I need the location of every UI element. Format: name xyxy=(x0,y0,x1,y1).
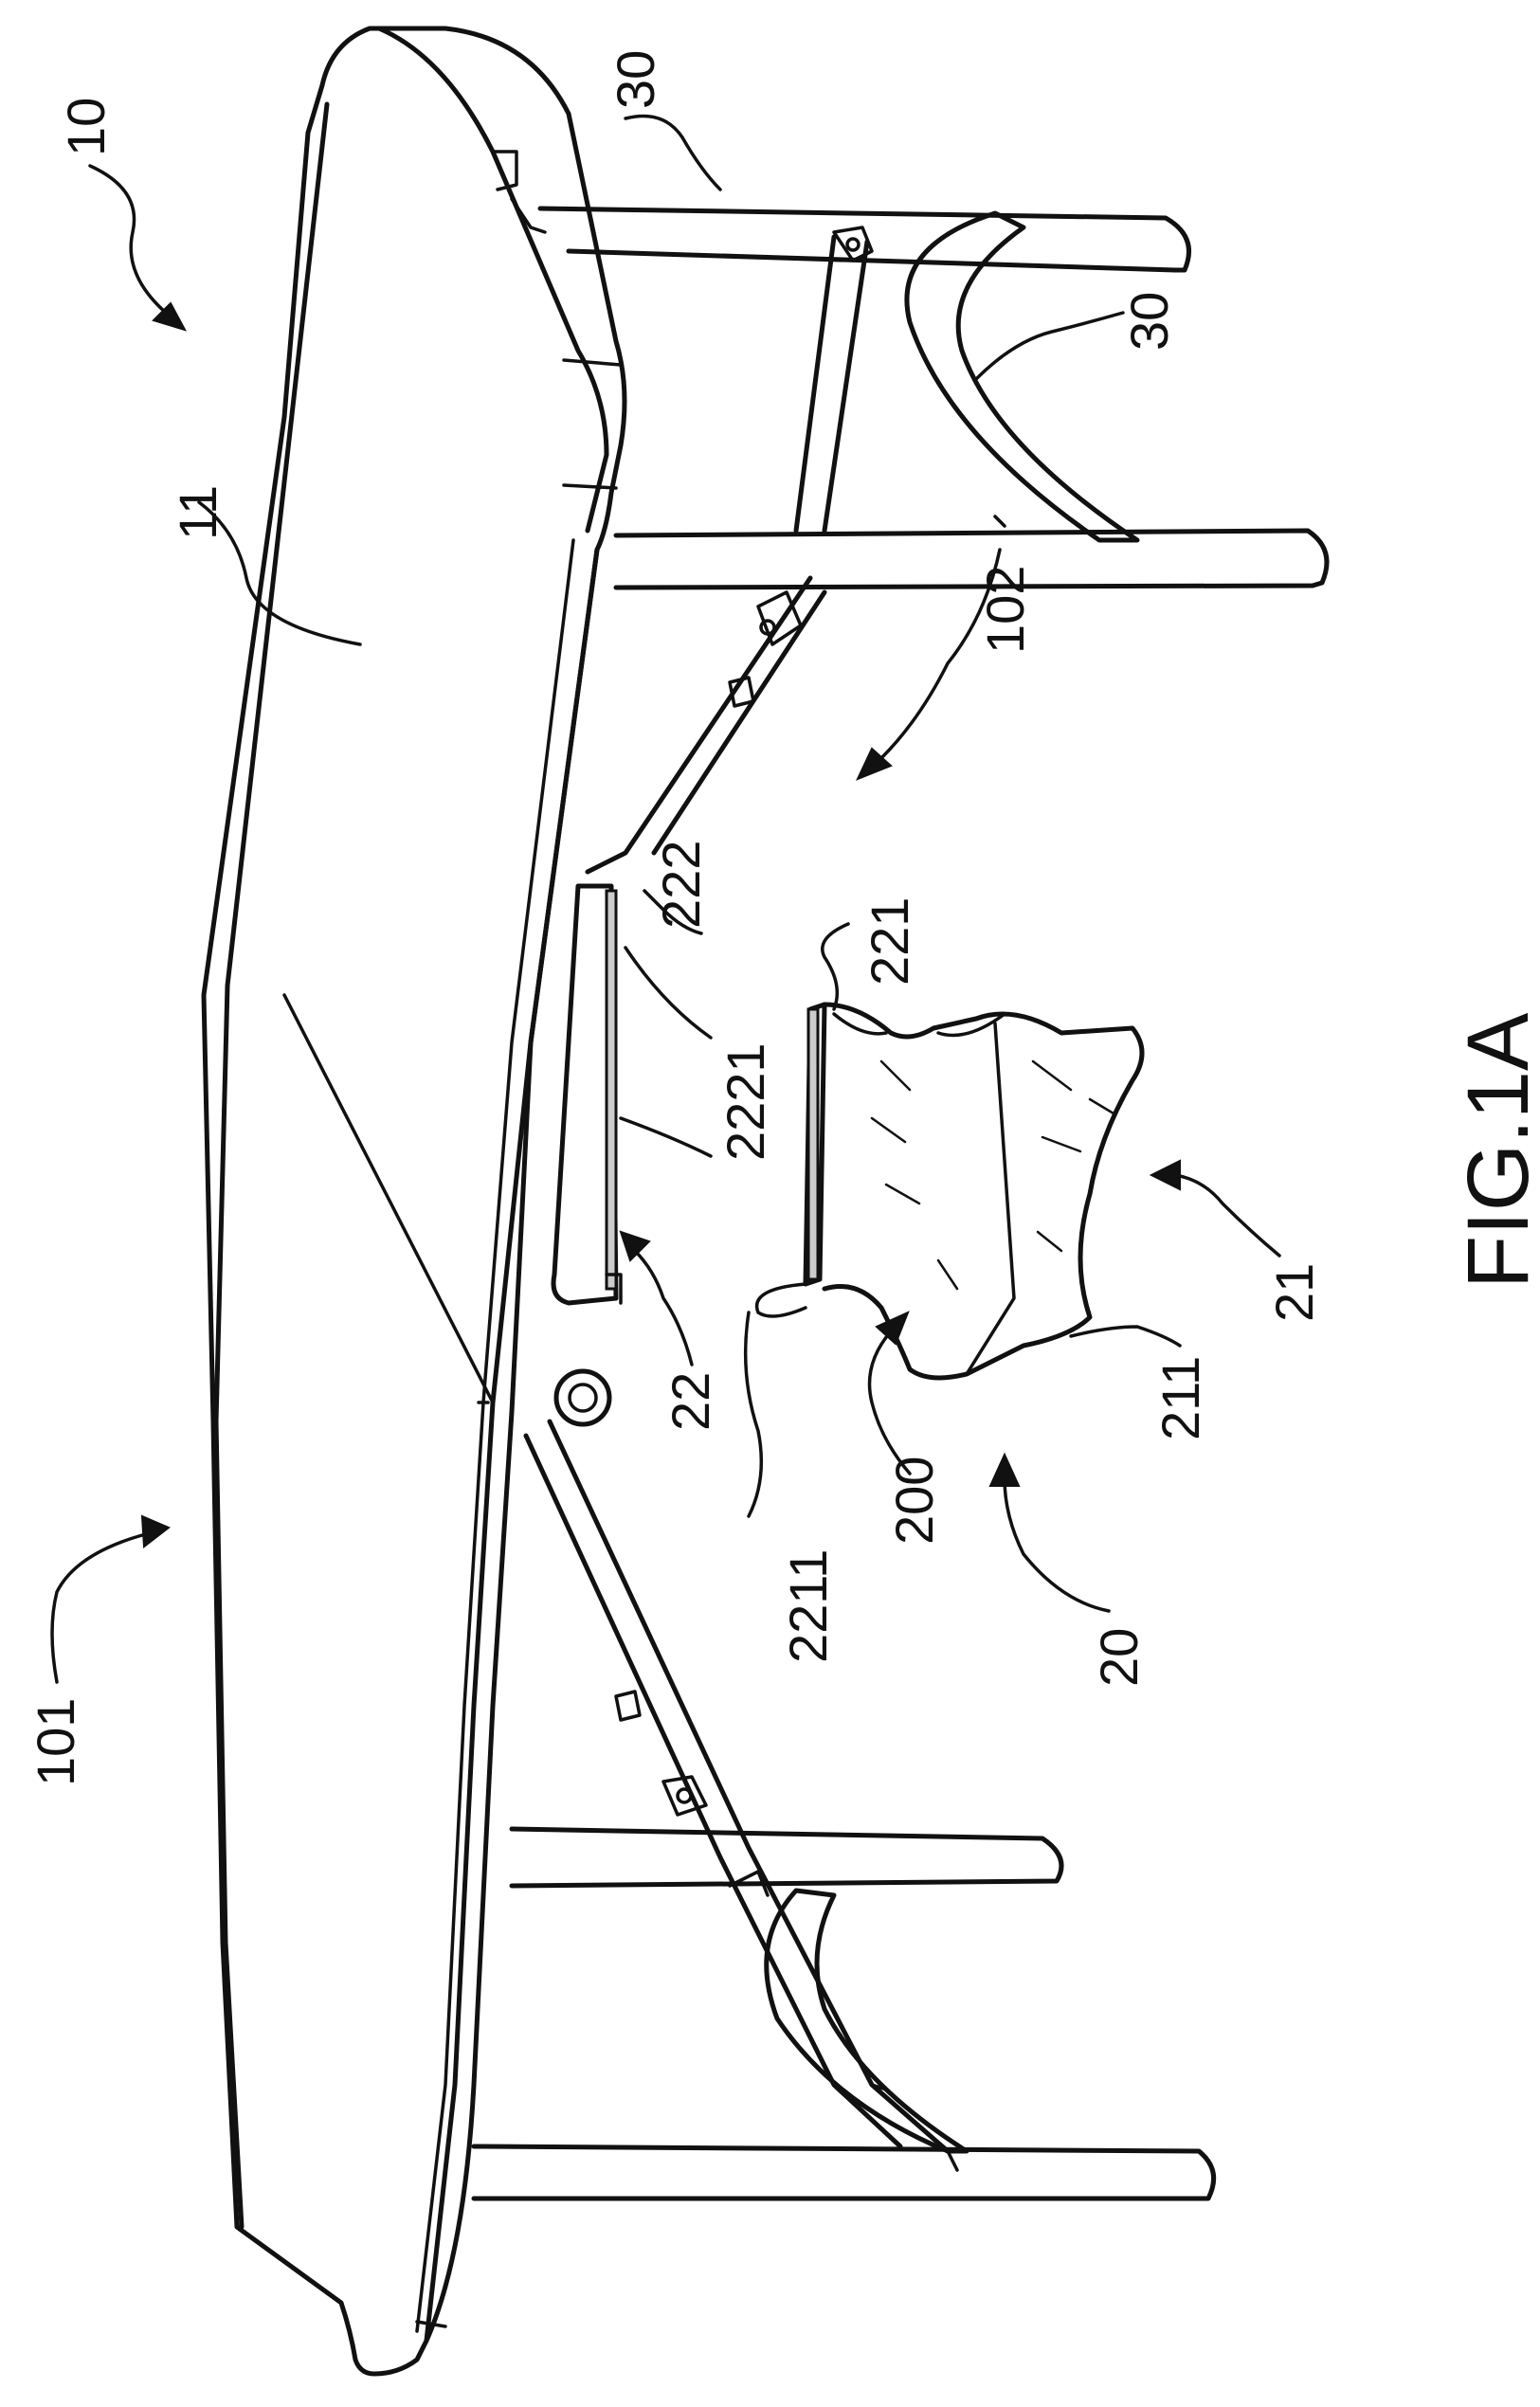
label-102: 102 xyxy=(975,566,1035,654)
label-21: 21 xyxy=(1264,1263,1324,1322)
label-20: 20 xyxy=(1089,1628,1149,1687)
table-top-outline xyxy=(204,28,625,2374)
bag-fold-line-5 xyxy=(1042,1137,1080,1151)
label-30-top: 30 xyxy=(606,50,665,109)
label-30-brace: 30 xyxy=(1119,292,1179,351)
label-22: 22 xyxy=(661,1372,720,1431)
bag-fold-line-1 xyxy=(881,1061,910,1090)
bag-rail-hatch xyxy=(808,1009,818,1279)
leader-22 xyxy=(635,1251,692,1365)
label-10: 10 xyxy=(56,98,116,156)
strut-foot-102 xyxy=(995,516,1005,526)
bag-fold-line-4 xyxy=(1033,1061,1071,1090)
arrowhead-20 xyxy=(990,1455,1019,1486)
center-hub-inner xyxy=(570,1384,596,1411)
leader-10 xyxy=(90,166,166,313)
bag-inner-fold xyxy=(834,1014,1014,1374)
bag-fold-line-6 xyxy=(1038,1232,1061,1251)
label-222: 222 xyxy=(651,841,711,929)
leader-221 xyxy=(823,924,848,1009)
arrowhead-22 xyxy=(621,1232,649,1260)
center-hub xyxy=(556,1371,609,1424)
leader-30-top xyxy=(625,117,720,190)
table-top-front-edge-inner xyxy=(417,540,573,2331)
table-top-fold-seam xyxy=(284,995,493,1403)
figure-label: FIG.1A xyxy=(1450,1012,1540,1289)
leg-bracket-pin xyxy=(847,239,859,250)
bag-fold-line-2 xyxy=(872,1118,905,1142)
table-latch xyxy=(493,152,545,232)
leg-cross-bar xyxy=(796,237,867,531)
label-221: 221 xyxy=(860,897,919,986)
leg-upper-post-101 xyxy=(512,1829,1061,1886)
leg-lower-post xyxy=(616,531,1327,588)
leg-lower-post-101 xyxy=(474,2146,1214,2199)
diagonal-strut-102 xyxy=(588,578,824,872)
holder-track-hatch xyxy=(607,891,616,1289)
leg-assembly-102 xyxy=(540,208,1327,872)
leader-30-brace xyxy=(976,313,1123,379)
bag-rail-tip xyxy=(757,1284,806,1316)
leader-2221 xyxy=(625,948,711,1038)
bag-fold-line-7 xyxy=(938,1260,957,1289)
label-2211: 2211 xyxy=(778,1549,838,1663)
arrowhead-21 xyxy=(1151,1161,1180,1189)
leader-101 xyxy=(52,1535,142,1682)
leader-20 xyxy=(1005,1478,1109,1611)
arrowhead-200 xyxy=(877,1312,908,1344)
bag-fold-line-8 xyxy=(1090,1099,1114,1113)
strut-hinge-pin-101 xyxy=(678,1789,691,1802)
bag-21 xyxy=(757,1004,1142,1378)
leader-21 xyxy=(1175,1175,1279,1256)
label-200: 200 xyxy=(884,1457,944,1545)
leader-211 xyxy=(1071,1327,1180,1346)
label-211: 211 xyxy=(1150,1356,1210,1440)
leg-assembly-101 xyxy=(474,1421,1214,2199)
table-corner-marker-2 xyxy=(564,485,616,488)
bag-sheet xyxy=(824,1004,1142,1378)
table-corner-marker-3 xyxy=(417,2322,445,2326)
table-top-edge xyxy=(379,28,607,531)
arrowhead-101 xyxy=(142,1516,169,1547)
label-11: 11 xyxy=(168,485,227,540)
label-2221: 2221 xyxy=(716,1042,775,1161)
leader-2221-b xyxy=(621,1118,711,1156)
label-101: 101 xyxy=(26,1698,85,1786)
table-corner-marker-1 xyxy=(564,360,621,365)
holder-22 xyxy=(553,886,621,1303)
table-illustration xyxy=(52,28,1327,2374)
table-top-far-edge xyxy=(216,104,327,2227)
leader-2211 xyxy=(746,1312,762,1516)
bag-fold-line-3 xyxy=(886,1185,919,1204)
